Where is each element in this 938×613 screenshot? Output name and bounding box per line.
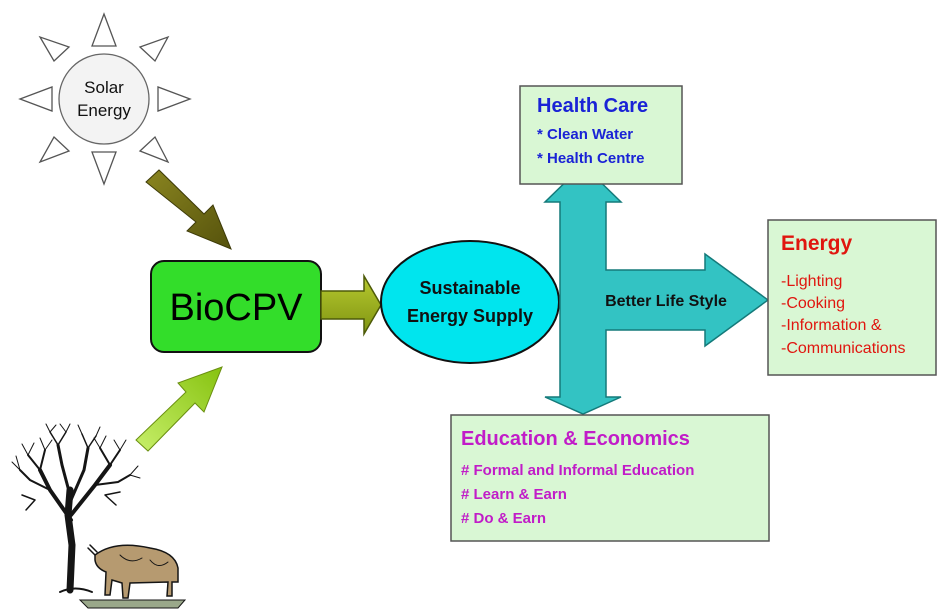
health-care-title: Health Care [537, 95, 648, 117]
sun-label-line2: Energy [77, 101, 131, 120]
education-item-2: # Learn & Earn [461, 486, 567, 503]
energy-item-1: -Lighting [781, 273, 842, 290]
biomass-arrow [135, 366, 223, 452]
energy-title: Energy [781, 232, 853, 255]
solar-arrow [145, 169, 232, 250]
supply-ellipse [380, 240, 560, 364]
better-life-arrow [543, 163, 770, 415]
tree-and-cow-icon [11, 423, 187, 609]
education-item-3: # Do & Earn [461, 510, 546, 527]
health-item-2: * Health Centre [537, 150, 645, 167]
education-item-1: # Formal and Informal Education [461, 462, 694, 479]
education-box: Education & Economics # Formal and Infor… [450, 414, 770, 542]
sun-label-line1: Solar [84, 78, 124, 97]
better-life-label: Better Life Style [605, 293, 727, 310]
supply-label-line2: Energy Supply [407, 306, 533, 326]
energy-item-2: -Cooking [781, 295, 845, 312]
biocpv-to-supply-arrow [320, 273, 382, 337]
energy-item-3: -Information & [781, 317, 882, 334]
biocpv-label: BioCPV [169, 287, 303, 329]
sun-icon: Solar Energy [18, 12, 192, 186]
supply-label-line1: Sustainable [419, 278, 520, 298]
energy-box: Energy -Lighting -Cooking -Information &… [767, 219, 937, 376]
energy-item-4: -Communications [781, 340, 905, 357]
health-item-1: * Clean Water [537, 126, 633, 143]
education-title: Education & Economics [461, 428, 690, 450]
health-care-box: Health Care * Clean Water * Health Centr… [519, 85, 683, 185]
